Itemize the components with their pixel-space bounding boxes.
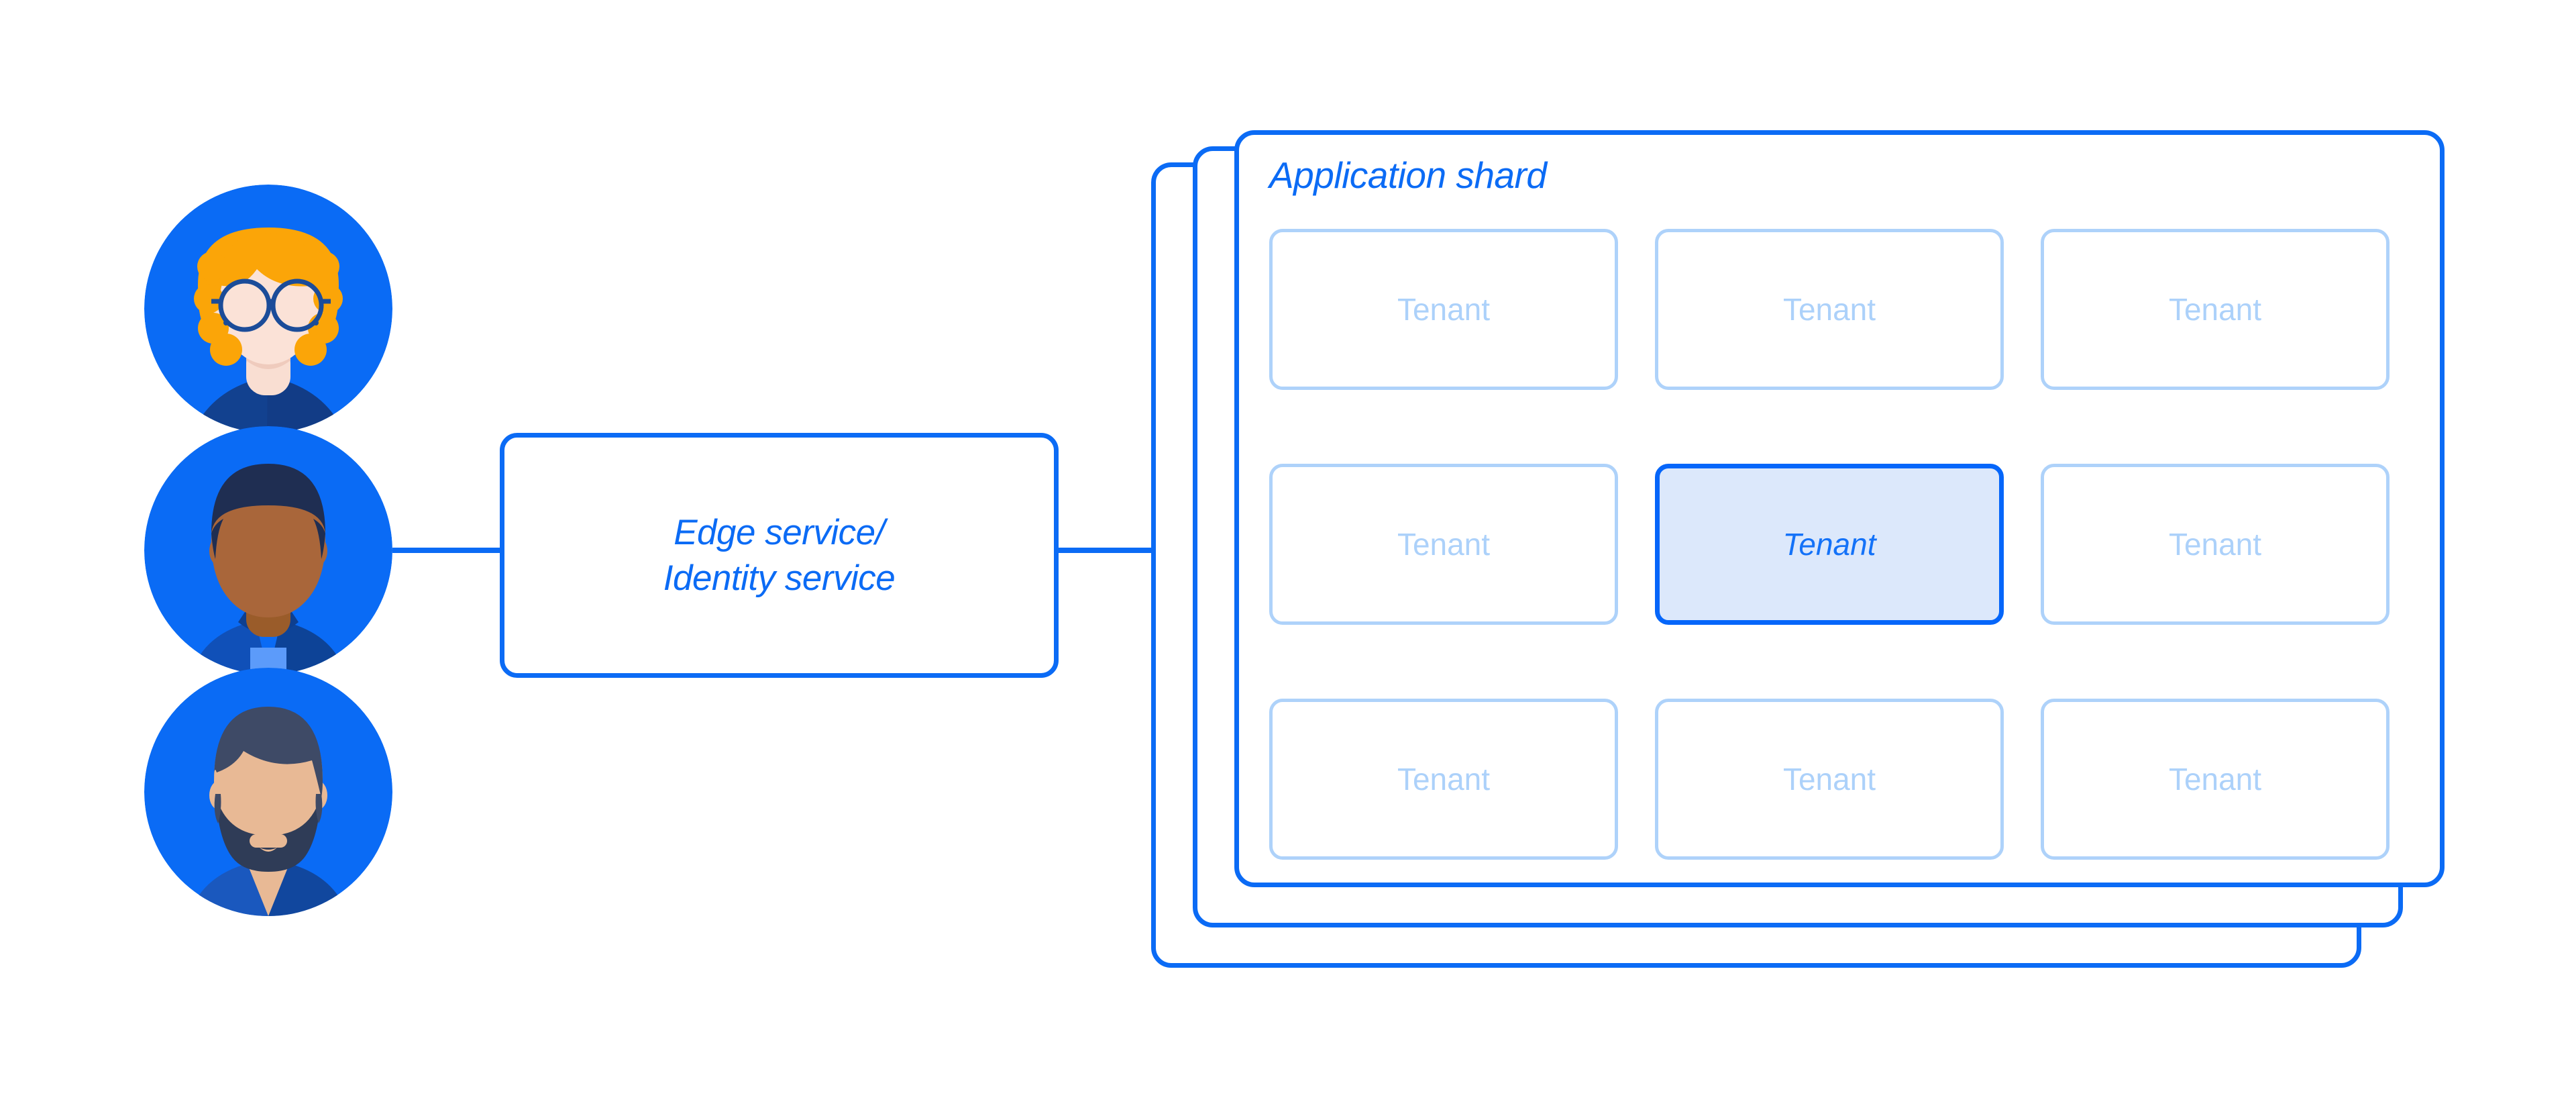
tenant-box[interactable]: Tenant [1655,229,2004,390]
tenant-label: Tenant [1782,527,1876,562]
tenant-label: Tenant [1397,292,1491,327]
application-shard-title: Application shard [1269,154,1547,196]
application-shard-card-front[interactable]: Application shard Tenant Tenant Tenant T… [1234,130,2445,887]
tenant-label: Tenant [1782,292,1876,327]
tenant-label: Tenant [1397,527,1491,562]
edge-identity-service-box[interactable]: Edge service/ Identity service [500,433,1059,678]
tenant-grid: Tenant Tenant Tenant Tenant Tenant Tenan… [1269,229,2416,860]
tenant-label: Tenant [1397,762,1491,797]
tenant-label: Tenant [2168,527,2262,562]
tenant-box[interactable]: Tenant [1269,229,1618,390]
tenant-box[interactable]: Tenant [2041,464,2390,625]
tenant-box[interactable]: Tenant [1269,464,1618,625]
user-avatar-man-beard [144,668,392,916]
tenant-box[interactable]: Tenant [1655,699,2004,860]
tenant-box[interactable]: Tenant [1269,699,1618,860]
tenant-box[interactable]: Tenant [2041,699,2390,860]
tenant-box[interactable]: Tenant [2041,229,2390,390]
connector-edge-to-shard [1055,548,1155,553]
avatar-man-beard-icon [144,668,392,916]
tenant-label: Tenant [2168,292,2262,327]
user-avatar-man-short-hair [144,426,392,674]
avatar-woman-glasses-icon [144,185,392,433]
tenant-label: Tenant [2168,762,2262,797]
user-avatar-woman-glasses [144,185,392,433]
connector-users-to-edge [392,548,501,553]
tenant-label: Tenant [1782,762,1876,797]
edge-identity-service-label: Edge service/ Identity service [663,512,896,598]
avatar-man-short-hair-icon [144,426,392,674]
tenant-box-active[interactable]: Tenant [1655,464,2004,625]
